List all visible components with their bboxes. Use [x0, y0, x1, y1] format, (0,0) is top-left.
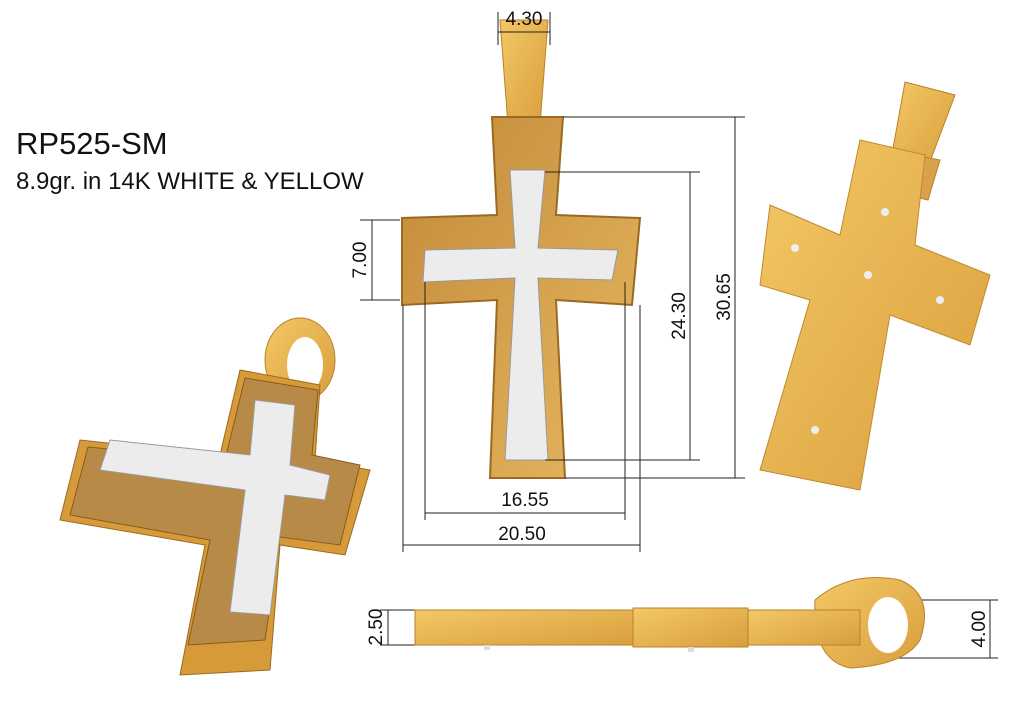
front-view	[401, 19, 642, 479]
bail	[499, 19, 549, 126]
dim-total-width: 20.50	[498, 524, 546, 545]
perspective-view	[59, 317, 371, 676]
product-description: 8.9gr. in 14K WHITE & YELLOW	[16, 168, 364, 195]
dim-bail-depth: 4.00	[969, 611, 990, 648]
dimension-lines	[360, 12, 998, 659]
back-view	[759, 81, 991, 491]
white-gold-inlay	[422, 169, 619, 461]
dim-inner-width: 16.55	[501, 490, 549, 511]
dim-thickness: 2.50	[366, 609, 387, 646]
dim-bail-width: 4.30	[506, 9, 543, 30]
dim-arm-height: 7.00	[350, 242, 371, 279]
dim-total-height: 30.65	[714, 273, 735, 321]
side-view	[414, 577, 925, 669]
dim-inner-height: 24.30	[669, 292, 690, 340]
product-code: RP525-SM	[16, 126, 168, 161]
